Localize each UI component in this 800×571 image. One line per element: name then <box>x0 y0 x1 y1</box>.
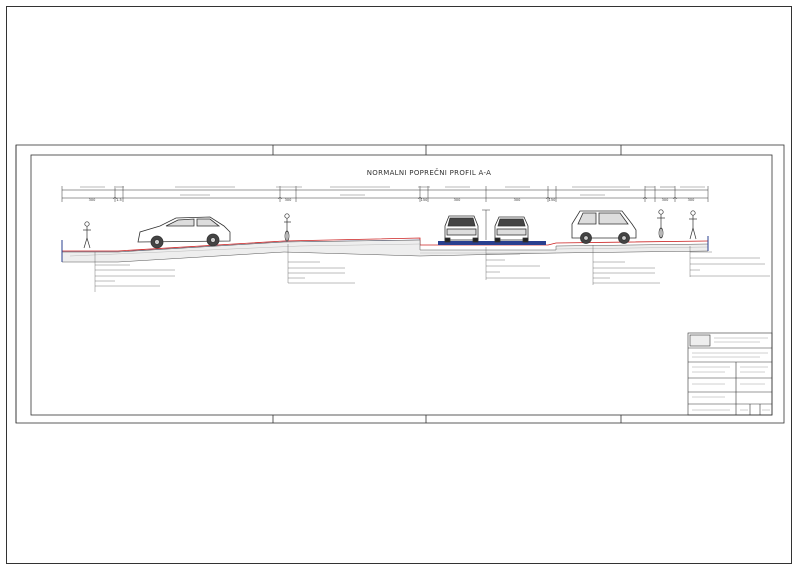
dim-width-lane-1: 300 <box>454 198 461 202</box>
drawing-frame <box>15 144 785 424</box>
dimension-ticks <box>61 186 709 202</box>
car-front-1 <box>444 215 479 243</box>
car-side-right <box>571 210 637 244</box>
pedestrian-left <box>83 221 91 249</box>
title-block <box>687 332 773 416</box>
layer-callouts <box>94 244 770 292</box>
dim-width-bike-right: 300 <box>662 198 669 202</box>
dim-width-median: 150 <box>421 198 428 202</box>
dim-width-sidewalk-left: 300 <box>89 198 96 202</box>
hatch-lines <box>69 243 709 257</box>
cyclist-left <box>284 213 291 242</box>
dim-width-curb-left: 1.5 <box>116 198 122 202</box>
lane-divider-marker <box>482 209 490 240</box>
pavement-profile <box>61 236 709 263</box>
dim-width-lane-2: 300 <box>514 198 521 202</box>
dimension-chain <box>61 186 709 202</box>
dimension-header-marks <box>80 186 705 196</box>
dimension-arcs <box>112 197 678 200</box>
dim-width-separator: 150 <box>549 198 556 202</box>
drawing-title: NORMALNI POPREČNI PROFIL A-A <box>366 169 492 177</box>
dim-width-bike-left: 300 <box>285 198 292 202</box>
dim-width-sidewalk-right: 300 <box>688 198 695 202</box>
inner-frame <box>30 154 773 416</box>
car-side-left <box>137 216 231 249</box>
drawing-title-wrap: NORMALNI POPREČNI PROFIL A-A <box>0 169 800 177</box>
pedestrian-right <box>689 210 697 240</box>
cyclist-right <box>657 209 665 239</box>
main-lanes-asphalt <box>438 241 546 245</box>
drawing-sheet <box>6 6 792 564</box>
car-front-2 <box>494 216 529 243</box>
dimension-labels: 300 1.5 300 150 300 300 150 300 300 <box>89 198 695 202</box>
